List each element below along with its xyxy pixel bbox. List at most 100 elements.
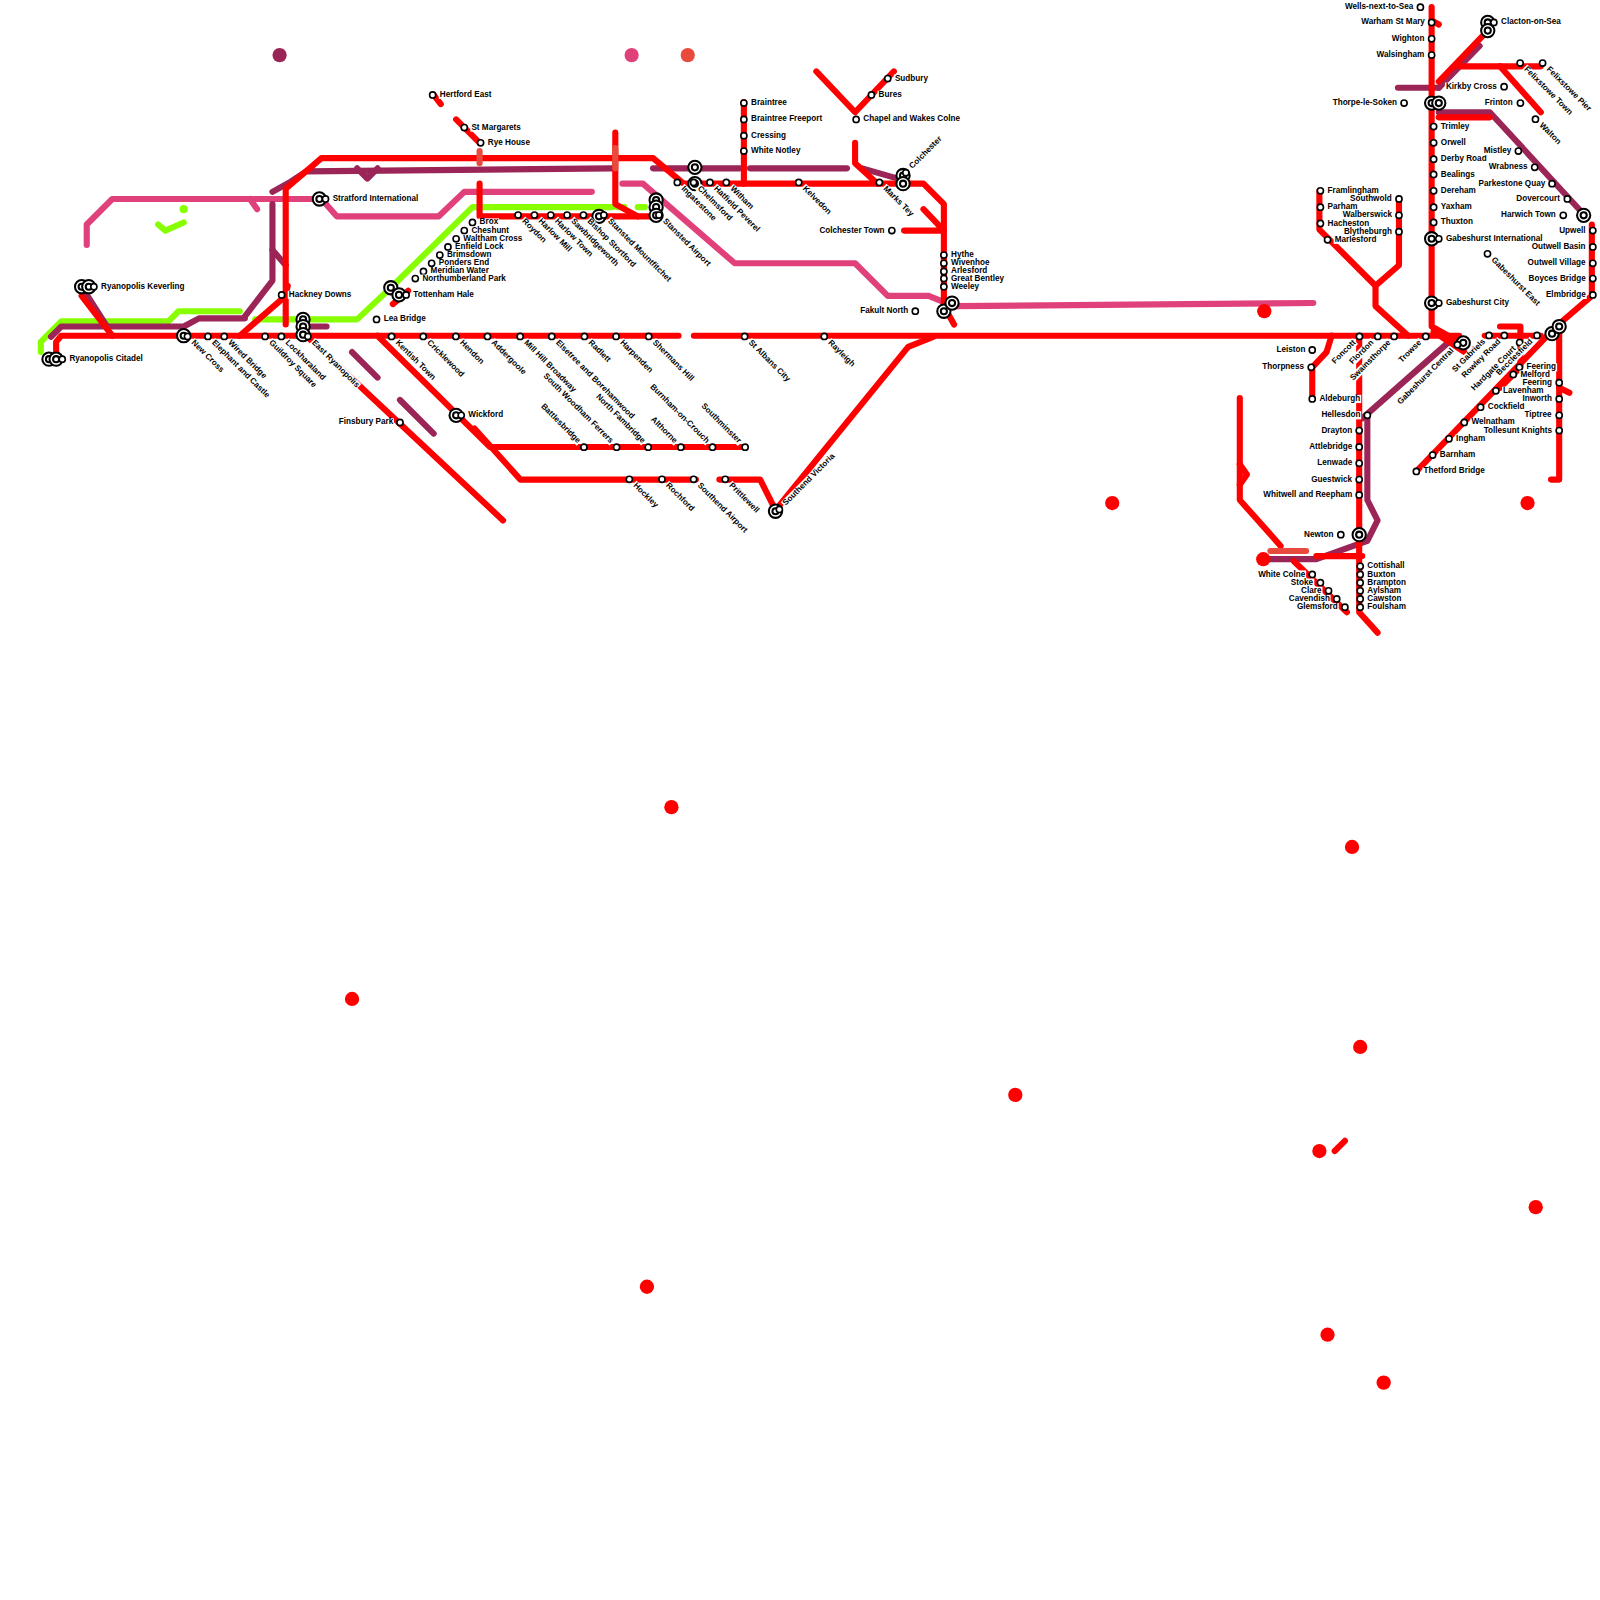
station-label: Althorne [648, 415, 679, 446]
station-dot [1356, 444, 1362, 450]
station-label: Chapel and Wakes Colne [862, 115, 961, 123]
station-label: Dereham [1440, 187, 1477, 195]
station-dot [1484, 251, 1490, 257]
interchange-ring [1581, 212, 1587, 218]
station-label: Tollesunt Knights [1483, 427, 1553, 435]
station-dot [1556, 428, 1562, 434]
station-label: Finsbury Park [338, 418, 394, 426]
station-dot [941, 252, 947, 258]
station-dot [796, 179, 802, 185]
station-dot [205, 333, 211, 339]
interchange-ring [769, 505, 782, 518]
station-label: Brimsdown [446, 251, 492, 259]
station-dot [1342, 604, 1348, 610]
station-dot [1431, 123, 1437, 129]
station-dot [1317, 220, 1323, 226]
station-dot [461, 228, 467, 234]
station-dot [646, 333, 652, 339]
station-dot [548, 212, 554, 218]
station-dot [478, 140, 484, 146]
station-dot [1491, 19, 1497, 25]
station-label: Cottishall [1366, 562, 1405, 570]
station-label: Rayleigh [826, 338, 857, 369]
station-dot [322, 196, 328, 202]
station-label: Lenwade [1316, 459, 1353, 467]
station-label: Thuxton [1440, 218, 1474, 226]
station-label: Prittlewell [727, 481, 761, 515]
station-label: Enfield Lock [454, 243, 505, 251]
station-dot [1436, 236, 1442, 242]
station-dot [741, 148, 747, 154]
station-dot [461, 124, 467, 130]
station-label: Lea Bridge [383, 315, 427, 323]
station-dot [564, 212, 570, 218]
station-dot [941, 284, 947, 290]
station-label: Ryanopolis Keverling [100, 283, 186, 291]
station-dot [1431, 188, 1437, 194]
station-label: St Albans City [746, 338, 792, 384]
station-label: Southend Victoria [781, 451, 838, 508]
station-label: Kelvedon [800, 184, 833, 217]
station-dot [437, 252, 443, 258]
interchange-ring [1485, 28, 1491, 34]
station-dot [1431, 204, 1437, 210]
station-dot [1317, 188, 1323, 194]
station-label: Wrabness [1488, 163, 1529, 171]
station-dot [1515, 148, 1521, 154]
station-dot [723, 179, 729, 185]
station-dot [678, 444, 684, 450]
station-dot [1431, 156, 1437, 162]
station-dot [1309, 347, 1315, 353]
station-dot [373, 316, 379, 322]
station-dot [889, 228, 895, 234]
station-label: Gabeshurst City [1445, 299, 1510, 307]
station-dot [305, 333, 311, 339]
station-dot [484, 333, 490, 339]
station-dot [1429, 36, 1435, 42]
station-label: Southwold [1349, 195, 1393, 203]
station-dot [1357, 571, 1363, 577]
station-label: Yaxham [1440, 203, 1473, 211]
station-dot [1356, 333, 1362, 339]
station-label: White Colne [1257, 570, 1306, 578]
station-dot [1564, 196, 1570, 202]
station-label: Stratford International [332, 195, 420, 203]
station-dot [1534, 332, 1540, 338]
station-dot [741, 133, 747, 139]
station-dot [403, 292, 409, 298]
station-dot [517, 333, 523, 339]
station-label: Framlingham [1327, 187, 1380, 195]
interchange-ring [53, 356, 59, 362]
station-dot [1357, 604, 1363, 610]
station-dot [279, 292, 285, 298]
station-dot [580, 212, 586, 218]
station-label: Harwich Town [1500, 211, 1557, 219]
station-label: Burnham-on-Crouch [648, 382, 712, 446]
station-dot [614, 444, 620, 450]
station-dot [645, 444, 651, 450]
station-label: Braintree [750, 99, 788, 107]
station-dot [1317, 204, 1323, 210]
station-dot [1326, 588, 1332, 594]
station-label: Sudbury [894, 74, 929, 82]
station-dot [941, 276, 947, 282]
station-dot [278, 333, 284, 339]
station-label: Thorpness [1261, 363, 1305, 371]
station-label: Ingham [1455, 435, 1486, 443]
station-label: Glemsford [1296, 603, 1339, 611]
station-dot [1334, 596, 1340, 602]
station-label: Whitwell and Reepham [1262, 491, 1353, 499]
station-label: Walsingham [1376, 51, 1426, 59]
station-dot [1590, 260, 1596, 266]
station-dot [1429, 19, 1435, 25]
station-dot [581, 444, 587, 450]
station-dot [1309, 571, 1315, 577]
station-dot [1413, 468, 1419, 474]
interchange-ring [1429, 236, 1435, 242]
interchange-ring [1556, 323, 1562, 329]
station-dot [1375, 333, 1381, 339]
station-dot [1501, 332, 1507, 338]
station-dot [1461, 419, 1467, 425]
station-label: Colchester Town [818, 227, 885, 235]
